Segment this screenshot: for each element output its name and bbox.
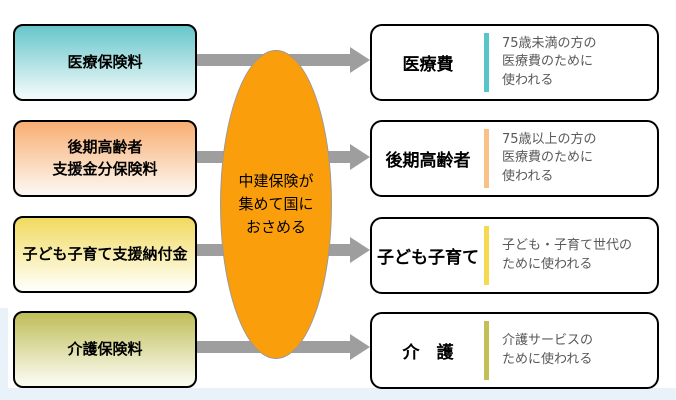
dest-title: 医療費 (402, 55, 454, 75)
dest-description: 子ども・子育て世代の ために使われる (502, 238, 633, 272)
page-edge-left (0, 308, 8, 400)
dest-box-childcare: 子ども子育て 子ども・子育て世代の ために使われる (370, 217, 659, 294)
arrow-head-icon (350, 237, 370, 263)
dest-divider (484, 321, 489, 380)
dest-description: 75歳未満の方の 医療費のために 使われる (502, 36, 597, 88)
dest-title: 後期高齢者 (385, 151, 471, 171)
source-label: 介護保険料 (67, 339, 143, 358)
dest-divider (484, 33, 489, 92)
dest-divider (484, 226, 489, 285)
source-label: 医療保険料 (67, 52, 143, 71)
collector-label: 中建保険が 集めて国に おさめる (238, 171, 314, 237)
arrow-head-icon (350, 144, 370, 170)
dest-description: 介護サービスの ために使われる (502, 333, 594, 367)
source-box-nursing-premium: 介護保険料 (13, 311, 197, 388)
source-box-childcare-payment: 子ども子育て支援納付金 (13, 216, 197, 293)
source-label: 後期高齢者 支援金分保険料 (52, 137, 158, 178)
arrow-head-icon (350, 334, 370, 360)
dest-description: 75歳以上の方の 医療費のために 使われる (502, 132, 597, 184)
source-box-elderly-support-premium: 後期高齢者 支援金分保険料 (13, 120, 197, 197)
dest-box-nursing-care: 介 護 介護サービスの ために使われる (370, 312, 659, 389)
dest-title: 介 護 (402, 343, 454, 363)
page-edge-bottom (0, 388, 676, 400)
source-label: 子ども子育て支援納付金 (22, 244, 188, 263)
arrow-head-icon (350, 47, 370, 73)
source-box-medical-premium: 医療保険料 (13, 24, 197, 101)
dest-box-late-elderly: 後期高齢者 75歳以上の方の 医療費のために 使われる (370, 120, 659, 197)
dest-title: 子ども子育て (377, 248, 479, 268)
dest-divider (484, 129, 489, 188)
collector-ellipse: 中建保険が 集めて国に おさめる (220, 50, 332, 359)
dest-box-medical-costs: 医療費 75歳未満の方の 医療費のために 使われる (370, 24, 659, 101)
